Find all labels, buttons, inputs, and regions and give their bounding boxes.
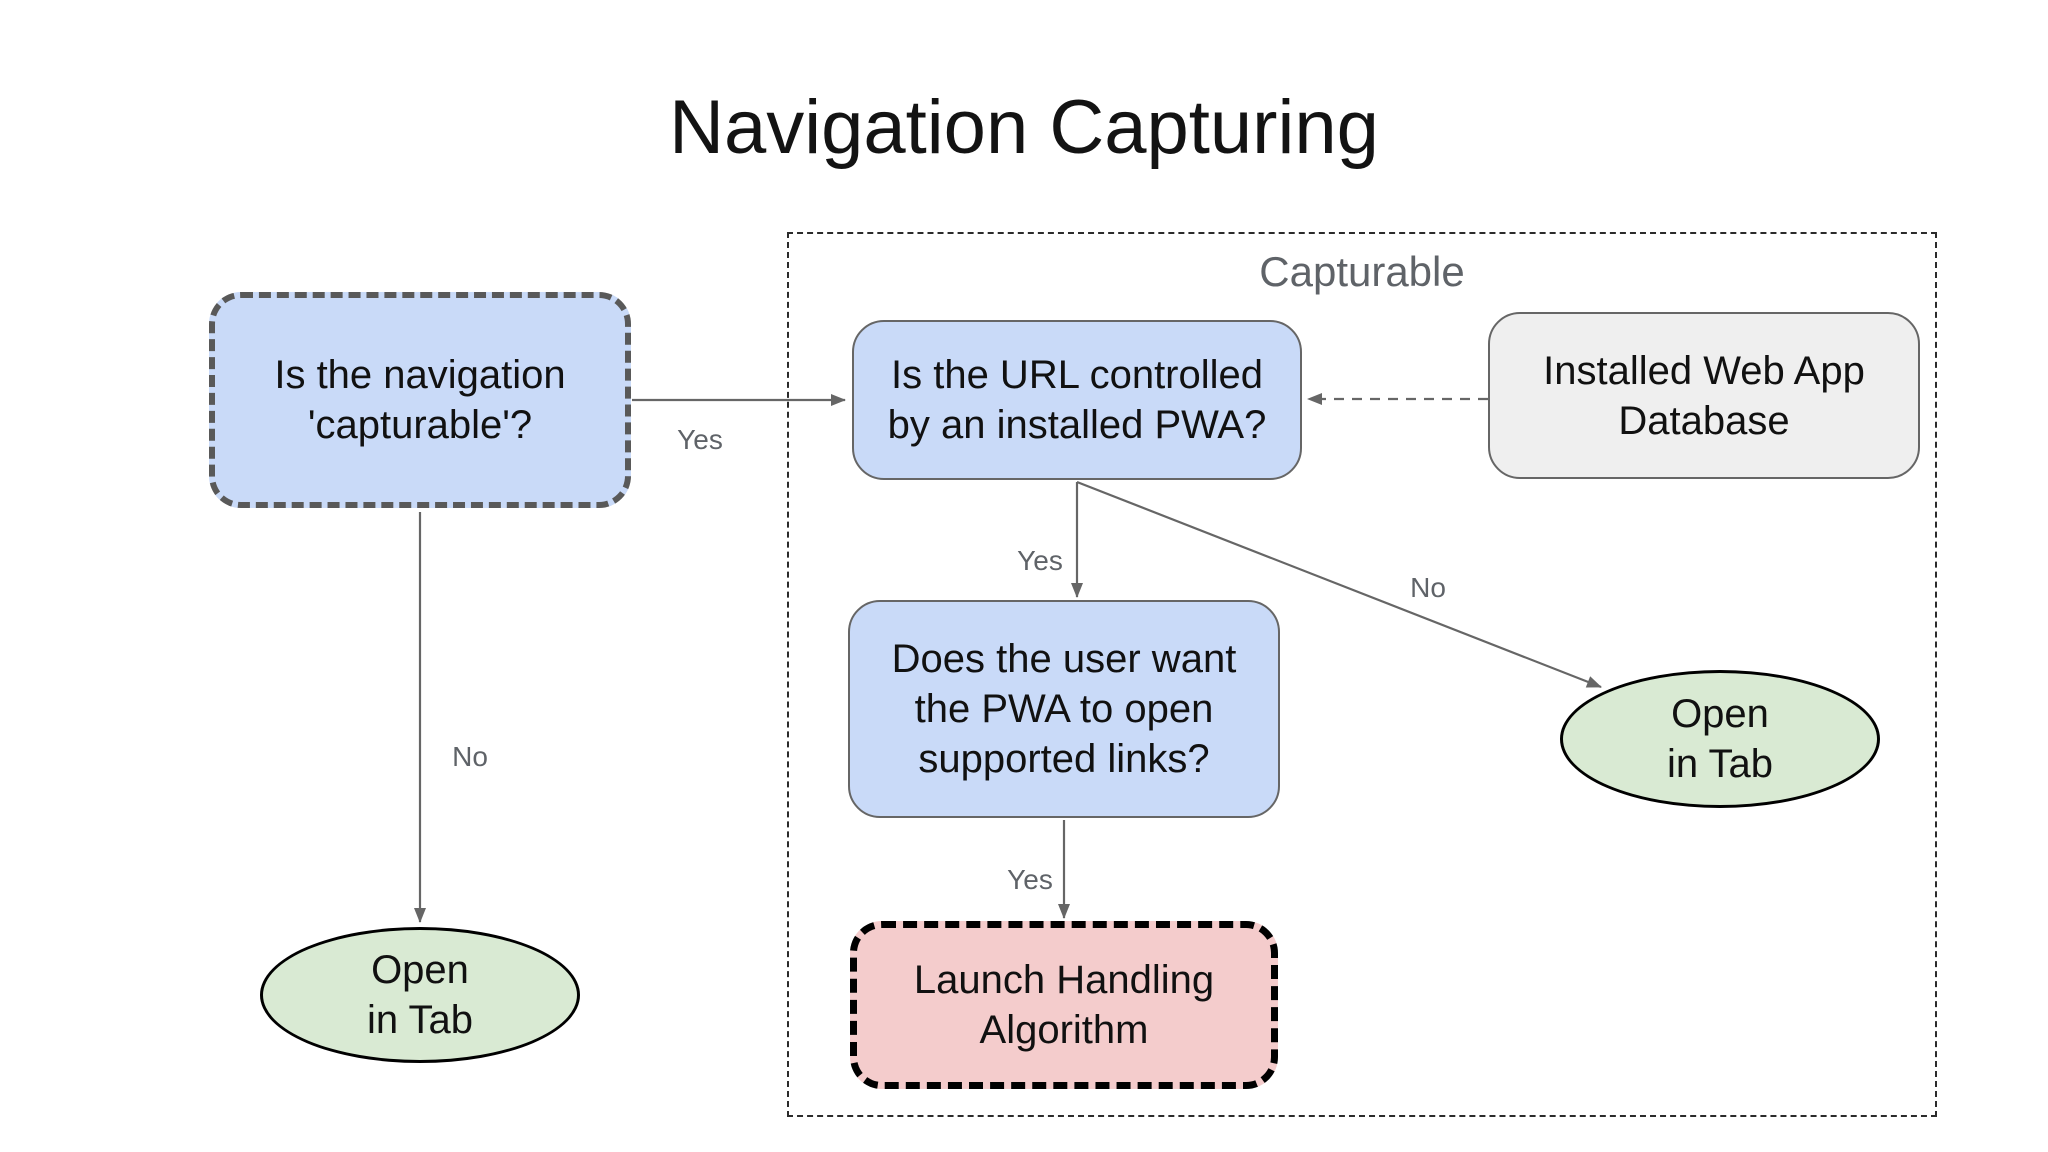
node-text-line: in Tab (366, 998, 473, 1042)
node-text-line: Is the navigation (274, 353, 566, 397)
capturable-group-label: Capturable (1259, 248, 1465, 295)
terminal-open-in-tab-left: Open in Tab (260, 927, 580, 1063)
node-launch-handling-algorithm: Launch Handling Algorithm (850, 921, 1278, 1089)
edge-label-url-no: No (1410, 572, 1446, 603)
node-text-line: in Tab (1666, 742, 1773, 786)
edge-label-user-yes: Yes (1007, 864, 1053, 895)
node-text-line: 'capturable'? (307, 403, 533, 447)
node-text-line: Installed Web App (1543, 348, 1865, 393)
node-text-line: Is the URL controlled (890, 353, 1264, 397)
node-text-line: Launch Handling (913, 958, 1215, 1002)
edge-label-capturable-yes: Yes (677, 424, 723, 455)
capturable-group: Capturable (787, 232, 1937, 1117)
node-installed-web-app-database: Installed Web App Database (1488, 312, 1920, 479)
edge-label-url-yes: Yes (1017, 545, 1063, 576)
node-text-line: Open (371, 948, 469, 992)
node-text-line: Does the user want (891, 637, 1237, 681)
node-text-line: Open (1671, 692, 1769, 736)
edge-label-capturable-no: No (452, 741, 488, 772)
node-text-line: Algorithm (979, 1008, 1149, 1052)
node-does-user-want-pwa-links: Does the user want the PWA to open suppo… (848, 600, 1280, 818)
node-is-url-controlled-by-pwa: Is the URL controlled by an installed PW… (852, 320, 1302, 480)
diagram-title: Navigation Capturing (669, 85, 1379, 170)
node-is-navigation-capturable: Is the navigation 'capturable'? (209, 292, 631, 508)
arrow-url-no (1076, 480, 1602, 689)
node-text-line: by an installed PWA? (887, 403, 1267, 447)
node-text-line: the PWA to open (914, 687, 1214, 731)
node-text-line: supported links? (918, 737, 1210, 781)
node-text-line: Database (1618, 398, 1790, 443)
terminal-open-in-tab-right: Open in Tab (1560, 670, 1880, 808)
